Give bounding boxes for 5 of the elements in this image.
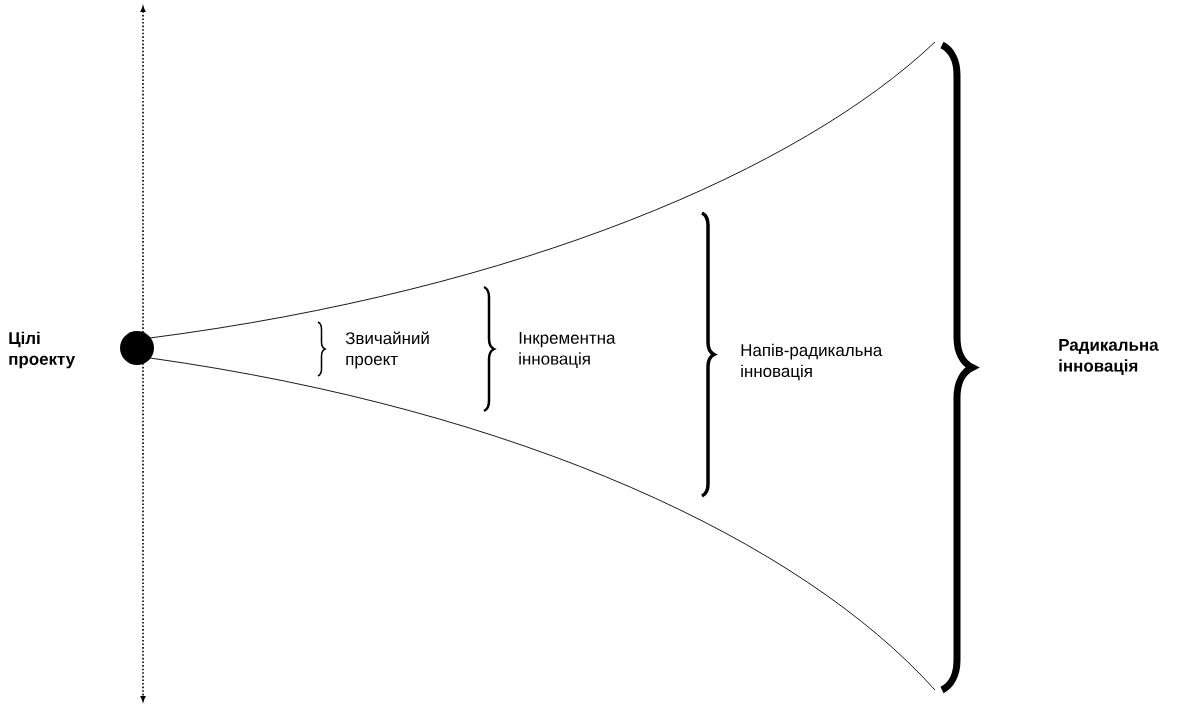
- text-label: Радикальна інновація: [1059, 339, 1159, 375]
- text-label: Цілі проекту: [9, 331, 76, 369]
- text-label: Напів-радикальна інновація: [741, 343, 883, 381]
- text-label: Інкрементна інновація: [519, 332, 616, 368]
- text-label: Звичайний проект: [345, 331, 429, 369]
